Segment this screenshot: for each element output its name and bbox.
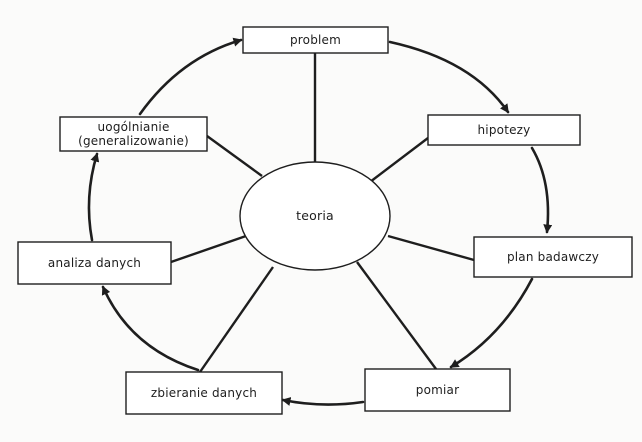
arrow-analiza-to-uogolnianie bbox=[87, 152, 100, 242]
stage-rect-zbieranie bbox=[125, 371, 283, 415]
stage-box-hipotezy: hipotezy bbox=[427, 114, 581, 146]
cycle-arrows bbox=[87, 37, 553, 406]
arrow-hipotezy-to-plan bbox=[530, 146, 553, 234]
stage-box-analiza: analiza danych bbox=[17, 241, 172, 285]
stage-rect-analiza bbox=[17, 241, 172, 285]
spoke-zbieranie bbox=[199, 266, 274, 373]
stage-label-uogolnianie-line-1: uogólnianie bbox=[97, 120, 169, 134]
stage-rect-problem bbox=[242, 26, 389, 54]
center-node: teoria bbox=[239, 161, 391, 271]
stage-label-uogolnianie-line-2: (generalizowanie) bbox=[78, 134, 189, 148]
stage-rect-uogolnianie bbox=[59, 116, 208, 152]
center-circle bbox=[239, 161, 391, 271]
stage-boxes: problem hipotezy plan badawczy pomiar zbiera… bbox=[17, 26, 633, 415]
spoke-plan bbox=[387, 234, 475, 262]
stage-rect-plan bbox=[473, 236, 633, 278]
stage-rect-hipotezy bbox=[427, 114, 581, 146]
arrow-zbieranie-to-analiza bbox=[101, 285, 200, 372]
stage-box-uogolnianie: uogólnianie(generalizowanie) bbox=[59, 116, 208, 152]
spoke-uogolnianie bbox=[206, 135, 263, 177]
stage-label-hipotezy: hipotezy bbox=[478, 123, 531, 137]
spoke-pomiar bbox=[356, 261, 437, 370]
arrow-problem-to-hipotezy bbox=[388, 40, 510, 114]
stage-label-zbieranie: zbieranie danych bbox=[151, 386, 257, 400]
stage-rect-pomiar bbox=[364, 368, 511, 412]
stage-label-problem: problem bbox=[290, 33, 341, 47]
center-label: teoria bbox=[296, 208, 334, 223]
stage-box-problem: problem bbox=[242, 26, 389, 54]
stage-label-pomiar: pomiar bbox=[416, 383, 459, 397]
stage-label-plan: plan badawczy bbox=[507, 250, 599, 264]
stage-box-plan: plan badawczy bbox=[473, 236, 633, 278]
arrow-pomiar-to-zbieranie bbox=[281, 397, 365, 406]
arrow-plan-to-pomiar bbox=[449, 277, 534, 369]
stage-box-zbieranie: zbieranie danych bbox=[125, 371, 283, 415]
spoke-hipotezy bbox=[369, 137, 429, 183]
spoke-analiza bbox=[170, 234, 247, 264]
stage-label-analiza: analiza danych bbox=[48, 256, 141, 270]
spokes bbox=[170, 53, 475, 373]
arrow-uogolnianie-to-problem bbox=[138, 37, 243, 116]
stage-box-pomiar: pomiar bbox=[364, 368, 511, 412]
